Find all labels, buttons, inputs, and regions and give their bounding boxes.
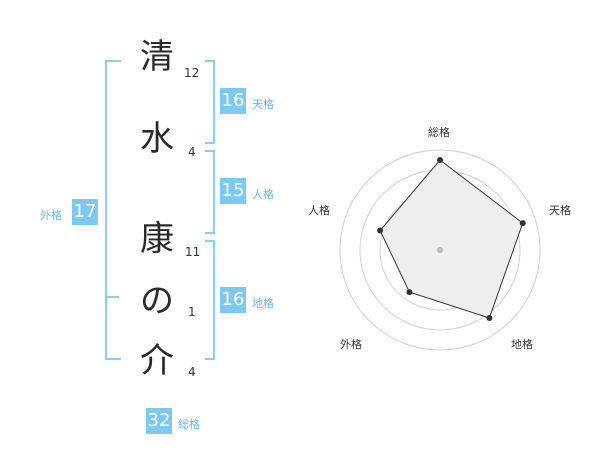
radar-label-soukaku: 総格 — [428, 126, 450, 139]
radar-label-tenkaku: 天格 — [549, 204, 571, 217]
radar-points — [377, 157, 526, 321]
radar-center-dot — [437, 247, 443, 253]
gaikaku-badge: 17 — [72, 199, 98, 225]
tenkaku-badge: 16 — [220, 88, 246, 114]
stroke-count-1: 12 — [184, 66, 200, 80]
radar-label-gaikaku: 外格 — [340, 338, 362, 351]
chikaku-badge: 16 — [220, 287, 246, 313]
radar-ring-5 — [339, 149, 541, 351]
soukaku-badge: 32 — [146, 408, 172, 434]
soukaku-label: 総格 — [178, 418, 200, 431]
jinkaku-badge: 15 — [220, 178, 246, 204]
name-char-4: の — [140, 281, 174, 321]
chikaku-bracket — [205, 240, 215, 360]
name-char-3: 康 — [140, 219, 174, 259]
stroke-count-4: 1 — [188, 305, 196, 319]
radar-point-5 — [377, 227, 384, 234]
gaikaku-bracket-tick — [105, 296, 119, 298]
name-char-2: 水 — [140, 119, 174, 159]
gaikaku-bracket — [105, 60, 121, 360]
jinkaku-label: 人格 — [252, 188, 274, 201]
stroke-count-5: 4 — [188, 365, 196, 379]
stroke-count-3: 11 — [185, 245, 201, 259]
radar-point-4 — [406, 289, 413, 296]
radar-point-3 — [486, 314, 493, 321]
name-char-1: 清 — [140, 37, 174, 77]
chikaku-label: 地格 — [252, 297, 274, 310]
tenkaku-bracket — [205, 60, 215, 144]
radar-polygon — [379, 159, 524, 319]
stroke-count-2: 4 — [188, 145, 196, 159]
radar-label-jinkaku: 人格 — [308, 204, 330, 217]
radar-point-1 — [437, 157, 443, 163]
name-char-5: 介 — [140, 341, 174, 381]
radar-point-2 — [519, 220, 526, 227]
jinkaku-bracket — [205, 150, 215, 234]
radar-label-chikaku: 地格 — [511, 338, 533, 351]
gaikaku-label: 外格 — [40, 209, 62, 222]
tenkaku-label: 天格 — [252, 98, 274, 111]
